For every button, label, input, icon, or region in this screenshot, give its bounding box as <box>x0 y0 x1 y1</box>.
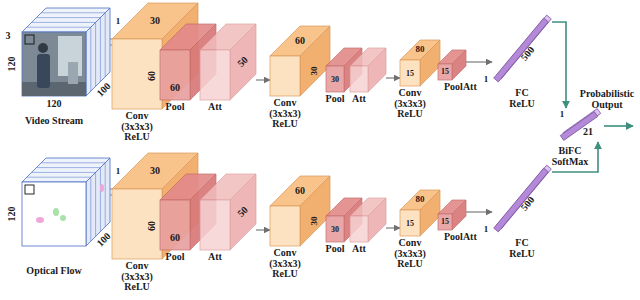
dimension-label: 30 <box>331 226 339 234</box>
dimension-label: 1 <box>116 167 121 176</box>
layer-caption: PoolAtt <box>444 232 477 243</box>
dimension-label: 15 <box>441 68 449 76</box>
fc-layer: BiFC SoftMax <box>558 108 602 142</box>
flow-arrow <box>552 22 566 108</box>
layer-caption: PoolAtt <box>444 82 477 93</box>
flow-arrow <box>552 142 598 172</box>
fc-layer-shape <box>492 14 552 84</box>
layer-caption: Conv (3x3x3) ReLU <box>269 248 301 280</box>
flow-arrow <box>466 211 492 212</box>
layer-caption: Att <box>208 252 222 263</box>
input-volume: Optical Flow <box>22 158 110 246</box>
layer-caption: BiFC SoftMax <box>552 146 589 167</box>
input-volume: Video Stream <box>22 8 110 96</box>
layer-caption: FC ReLU <box>509 238 535 259</box>
layer-caption: Att <box>352 94 366 105</box>
dimension-label: 60 <box>147 71 158 81</box>
dimension-label: 120 <box>7 57 18 72</box>
attention-block: Att <box>350 48 386 92</box>
layer-caption: Conv (3x3x3) ReLU <box>394 238 426 270</box>
dimension-label: 60 <box>170 233 180 244</box>
dimension-label: 30 <box>150 16 160 27</box>
layer-caption: Conv (3x3x3) ReLU <box>269 98 301 130</box>
dimension-label: 80 <box>416 45 425 54</box>
dimension-label: 30 <box>310 67 319 76</box>
fc-layer: FC ReLU <box>492 14 552 84</box>
attention-block-shape <box>350 198 386 242</box>
input-volume-shape <box>22 8 110 96</box>
flow-arrow <box>386 77 400 78</box>
flow-arrow <box>256 229 270 230</box>
fc-layer: FC ReLU <box>492 164 552 234</box>
layer-caption: Att <box>208 102 222 113</box>
layer-caption: Optical Flow <box>26 266 81 277</box>
fc-layer-shape <box>558 108 602 142</box>
dimension-label: 60 <box>147 221 158 231</box>
dimension-label: 1 <box>116 17 121 26</box>
dimension-label: 1 <box>484 225 489 234</box>
dimension-label: 30 <box>150 166 160 177</box>
dimension-label: 60 <box>295 36 305 47</box>
dimension-label: 15 <box>406 70 414 78</box>
layer-caption: Conv (3x3x3) ReLU <box>121 111 153 143</box>
dimension-label: 1 <box>560 110 565 119</box>
layer-caption: Conv (3x3x3) ReLU <box>121 261 153 293</box>
output-label: Probabilistic Output <box>575 89 639 110</box>
input-volume-shape <box>22 158 110 246</box>
layer-caption: Video Stream <box>25 116 83 127</box>
dimension-label: 21 <box>583 127 593 138</box>
dimension-label: 15 <box>441 218 449 226</box>
layer-caption: Pool <box>326 244 345 255</box>
attention-block: Att <box>350 198 386 242</box>
dimension-label: 30 <box>331 76 339 84</box>
layer-caption: FC ReLU <box>509 88 535 109</box>
fc-layer-shape <box>492 164 552 234</box>
attention-block-shape <box>350 48 386 92</box>
output-arrow <box>604 125 633 127</box>
dimension-label: 80 <box>416 195 425 204</box>
dimension-label: 60 <box>170 83 180 94</box>
dimension-label: 1 <box>484 75 489 84</box>
dimension-label: 120 <box>7 207 18 222</box>
dimension-label: 3 <box>6 31 11 42</box>
layer-caption: Conv (3x3x3) ReLU <box>394 88 426 120</box>
layer-caption: Att <box>352 244 366 255</box>
flow-arrow <box>466 61 492 62</box>
dimension-label: 60 <box>295 186 305 197</box>
layer-caption: Pool <box>166 102 185 113</box>
flow-arrow <box>256 79 270 80</box>
layer-caption: Pool <box>326 94 345 105</box>
dimension-label: 30 <box>310 217 319 226</box>
layer-caption: Pool <box>166 252 185 263</box>
dimension-label: 15 <box>406 220 414 228</box>
flow-arrow <box>386 227 400 228</box>
dimension-label: 120 <box>47 99 62 110</box>
